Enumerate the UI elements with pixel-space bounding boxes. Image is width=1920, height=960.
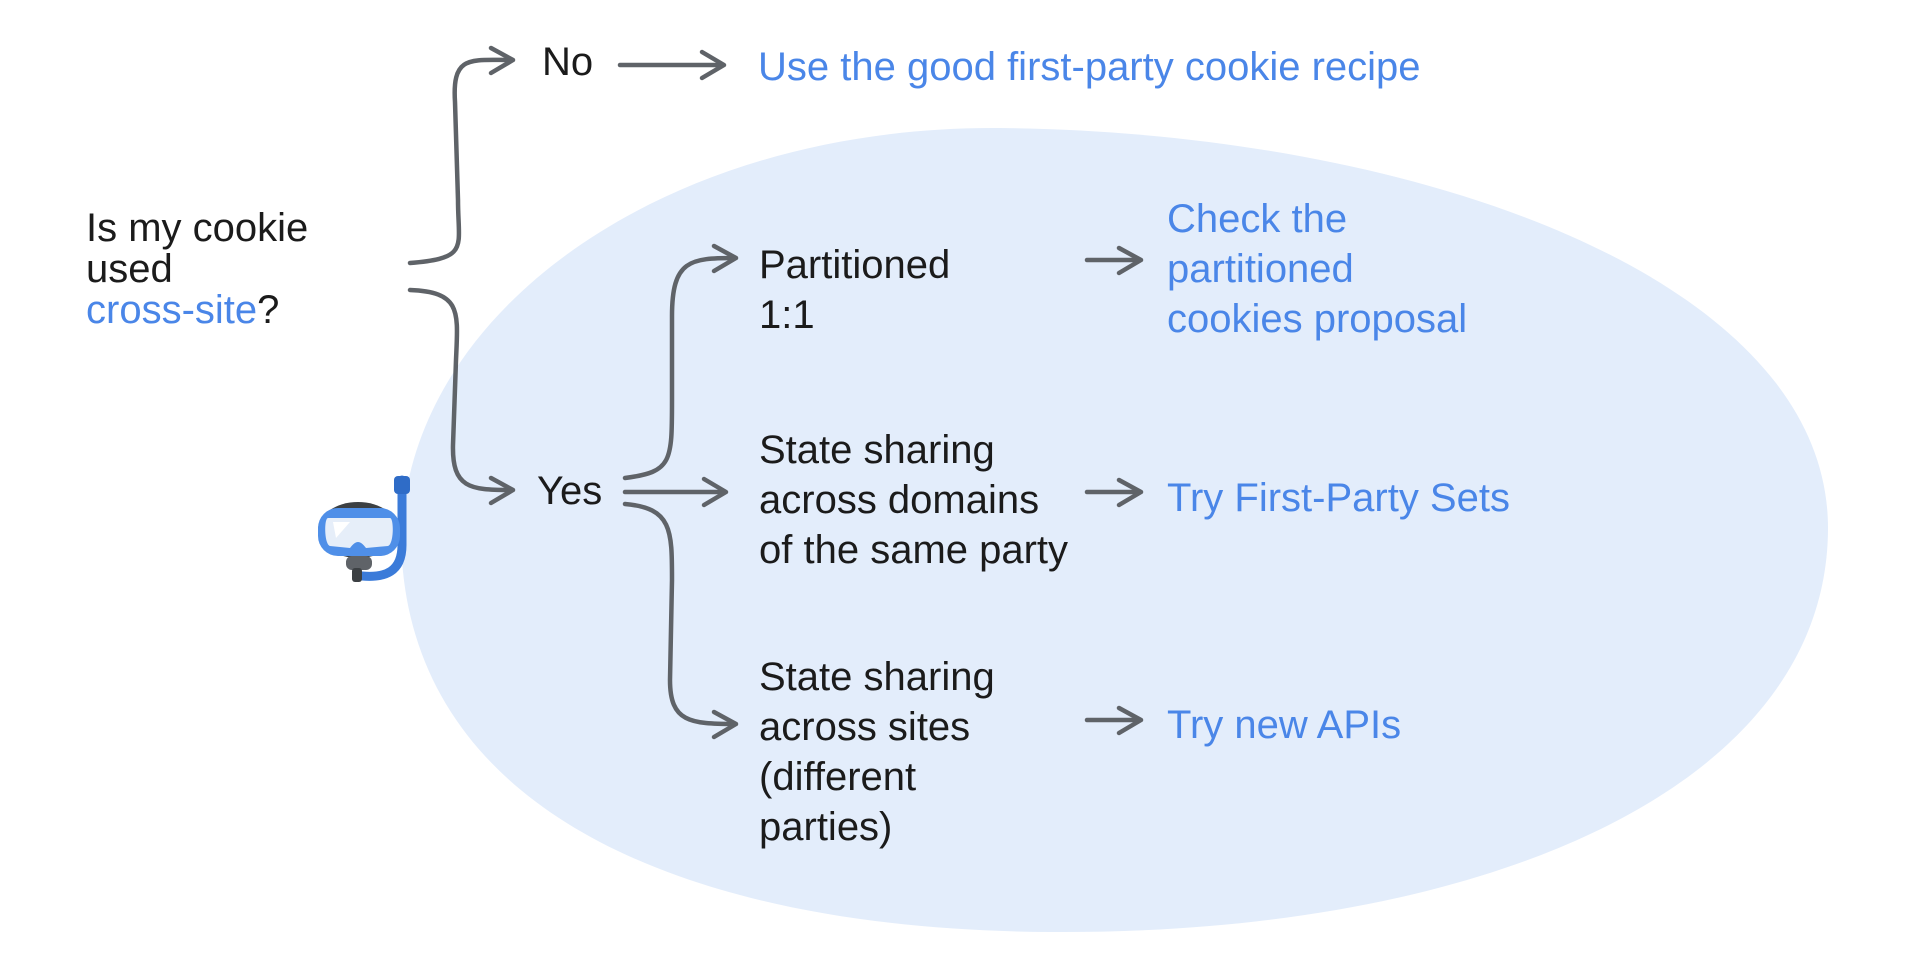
question-line-2: used bbox=[86, 247, 173, 291]
outcome-line: Check the bbox=[1167, 197, 1348, 241]
option-line: (different bbox=[759, 755, 917, 799]
option-line: of the same party bbox=[759, 528, 1069, 572]
option-different-parties: State sharing across sites (different pa… bbox=[759, 652, 995, 852]
snorkel-mask-icon bbox=[318, 475, 410, 582]
branch-arrow-no bbox=[407, 57, 513, 266]
arrow-head-yes bbox=[488, 475, 516, 506]
option-same-party: State sharing across domains of the same… bbox=[759, 425, 1068, 575]
cross-site-link[interactable]: cross-site bbox=[86, 288, 258, 332]
yes-label: Yes bbox=[537, 469, 603, 513]
no-label: No bbox=[542, 40, 594, 84]
arrow-head-no-outcome bbox=[699, 49, 727, 81]
yes-to-partitioned-arrow bbox=[622, 255, 738, 481]
option-line: across sites bbox=[759, 705, 971, 749]
branch-arrow-yes bbox=[407, 287, 513, 493]
partitioned-cookies-proposal-link[interactable]: Check the partitioned cookies proposal bbox=[1167, 194, 1467, 344]
arrow-head-partitioned bbox=[711, 243, 739, 274]
arrow-head-outcome-3 bbox=[1116, 705, 1144, 736]
option-line: 1:1 bbox=[759, 293, 815, 337]
question-line-1: Is my cookie bbox=[86, 206, 309, 250]
first-party-recipe-link[interactable]: Use the good first-party cookie recipe bbox=[758, 45, 1421, 89]
question-text: Is my cookie used cross-site? bbox=[86, 208, 308, 331]
arrow-head-same-party bbox=[701, 476, 729, 508]
option-line: State sharing bbox=[759, 655, 995, 699]
option-line: parties) bbox=[759, 805, 893, 849]
option-line: across domains bbox=[759, 478, 1040, 522]
arrow-head-no bbox=[488, 45, 516, 76]
yes-region-ellipse bbox=[401, 127, 1829, 933]
outcome-line: cookies proposal bbox=[1167, 297, 1468, 341]
yes-to-cross-sites-arrow bbox=[622, 501, 738, 727]
arrow-head-outcome-1 bbox=[1116, 245, 1144, 276]
question-mark: ? bbox=[257, 288, 280, 332]
option-line: State sharing bbox=[759, 428, 995, 472]
new-apis-link[interactable]: Try new APIs bbox=[1167, 703, 1402, 747]
outcome-line: partitioned bbox=[1167, 247, 1354, 291]
arrow-head-outcome-2 bbox=[1116, 477, 1144, 508]
question-line-3: cross-site? bbox=[86, 290, 308, 331]
option-partitioned: Partitioned 1:1 bbox=[759, 240, 950, 340]
first-party-sets-link[interactable]: Try First-Party Sets bbox=[1167, 476, 1510, 520]
arrow-head-cross-sites bbox=[711, 709, 739, 740]
option-line: Partitioned bbox=[759, 243, 951, 287]
